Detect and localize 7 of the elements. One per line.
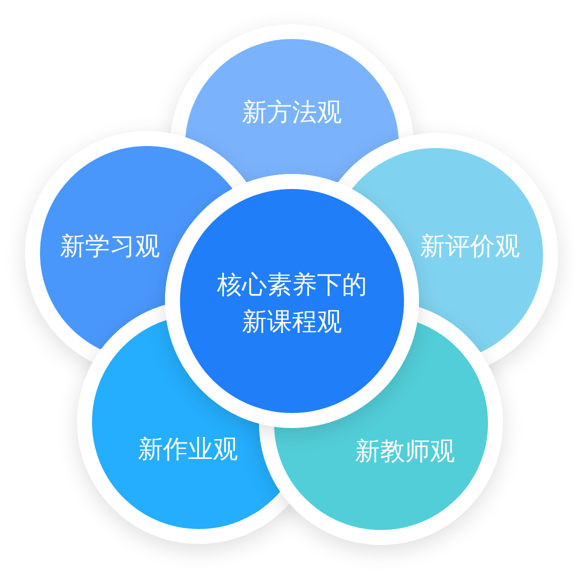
center-circle — [180, 189, 404, 413]
center-label: 核心素养下的新课程观 — [216, 269, 368, 338]
petal-label: 新教师观 — [355, 436, 455, 468]
petal-label: 新作业观 — [138, 434, 238, 466]
petal-label: 新学习观 — [60, 230, 160, 262]
petal-label: 新方法观 — [242, 96, 342, 128]
petal-label: 新评价观 — [420, 230, 520, 262]
